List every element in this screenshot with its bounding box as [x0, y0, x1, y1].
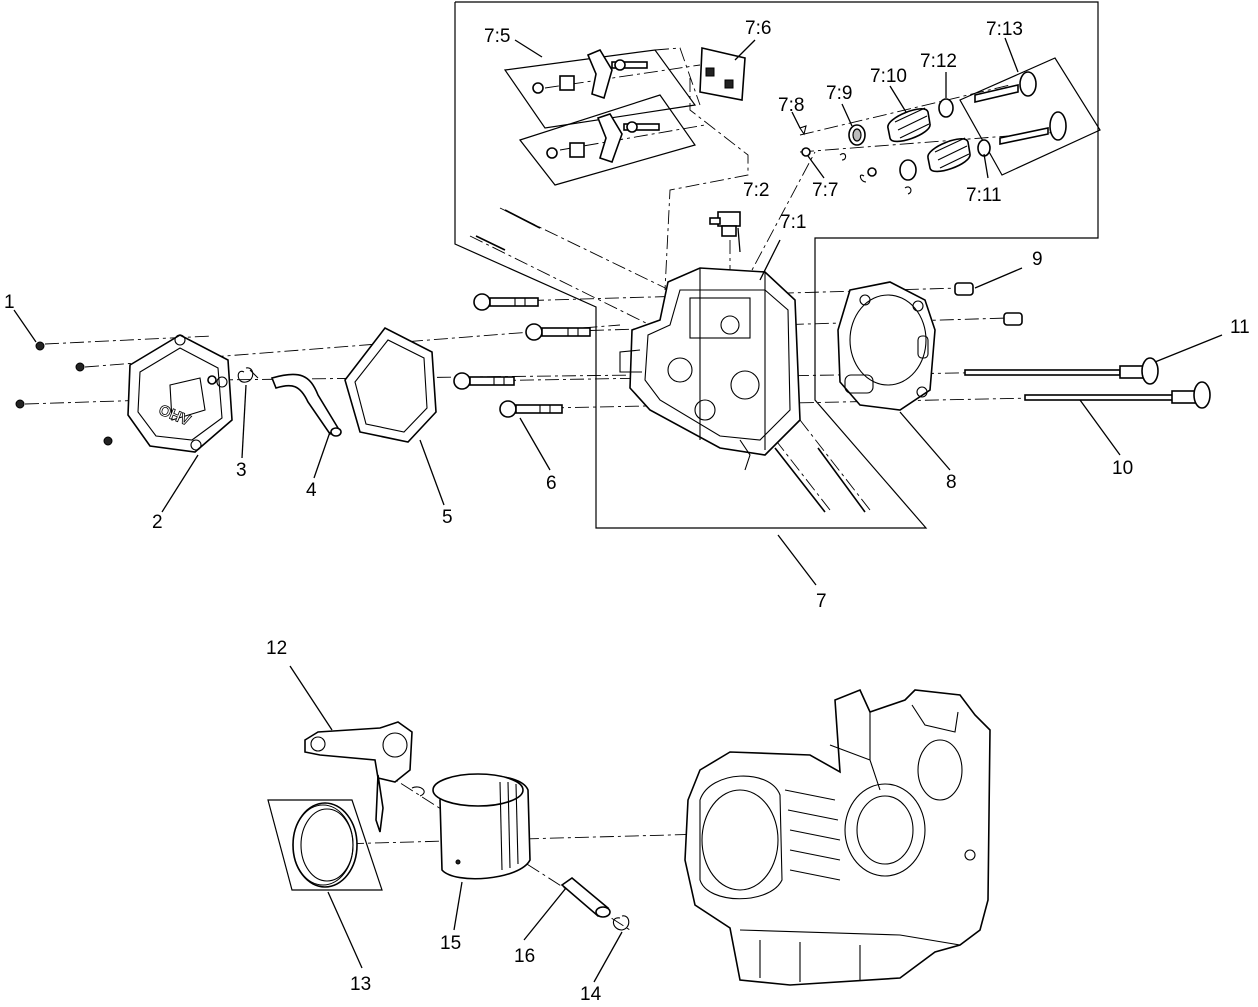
callout-7-5: 7:5 — [484, 26, 510, 47]
callout-7-10: 7:10 — [870, 66, 907, 87]
leader-lines — [13, 37, 1223, 983]
tappets-part-11 — [1119, 357, 1211, 409]
callout-3: 3 — [236, 460, 247, 481]
frame-rocker-lower — [518, 94, 696, 186]
callout-15: 15 — [440, 933, 461, 954]
crankcase — [684, 688, 991, 986]
callout-5: 5 — [442, 507, 453, 528]
callout-9: 9 — [1032, 249, 1043, 270]
group-frames — [267, 1, 1101, 891]
callout-7-12: 7:12 — [920, 51, 957, 72]
cylinder-head-part-7-1 — [619, 267, 801, 471]
breather-tube-part-4 — [270, 373, 342, 437]
callout-12: 12 — [266, 638, 287, 659]
callout-7-9: 7:9 — [826, 83, 852, 104]
clip-part-3 — [207, 367, 259, 385]
rocker-arm-upper — [532, 48, 648, 100]
screws-part-1 — [15, 341, 113, 446]
callout-13: 13 — [350, 974, 371, 995]
circlip-part-14 — [612, 915, 630, 931]
valve-train — [799, 71, 1067, 195]
callout-7-8: 7:8 — [778, 95, 804, 116]
callout-6: 6 — [546, 473, 557, 494]
callout-10: 10 — [1112, 458, 1133, 479]
callout-8: 8 — [946, 472, 957, 493]
callout-16: 16 — [514, 946, 535, 967]
dowel-pins-part-9 — [954, 282, 1023, 326]
callout-7-13: 7:13 — [986, 19, 1023, 40]
frame-cylinder-head-group — [454, 1, 1099, 529]
spark-plug-part-7-2 — [709, 211, 741, 237]
piston-rings-part-13 — [292, 802, 358, 888]
studs — [475, 209, 866, 513]
frame-piston-rings — [267, 799, 383, 891]
rocker-arm-lower — [546, 113, 660, 164]
callout-7-6: 7:6 — [745, 18, 771, 39]
callout-2: 2 — [152, 512, 163, 533]
head-gasket-part-8 — [837, 281, 936, 411]
piston-part-15 — [432, 773, 531, 880]
callout-1: 1 — [4, 292, 15, 313]
connecting-rod-part-12 — [304, 721, 425, 833]
valve-cover-gasket-part-5 — [344, 326, 437, 443]
callout-11: 11 — [1230, 317, 1250, 338]
callout-4: 4 — [306, 480, 317, 501]
wrist-pin-part-16 — [560, 876, 611, 918]
center-lines — [24, 64, 1181, 931]
callout-7-1: 7:1 — [780, 212, 806, 233]
callout-7-7: 7:7 — [812, 180, 838, 201]
callout-labels: 1 2 3 4 5 6 7 8 9 10 11 12 13 14 15 16 7… — [4, 18, 1250, 1005]
rocker-plate-part-7-6 — [699, 47, 746, 101]
head-bolts-part-6 — [453, 293, 591, 418]
callout-7: 7 — [816, 591, 827, 612]
frame-rocker-upper — [503, 49, 697, 129]
callout-7-2: 7:2 — [743, 180, 769, 201]
valve-cover-part-2: OHV — [127, 334, 233, 453]
callout-14: 14 — [580, 984, 602, 1005]
callout-7-11: 7:11 — [966, 185, 1002, 206]
